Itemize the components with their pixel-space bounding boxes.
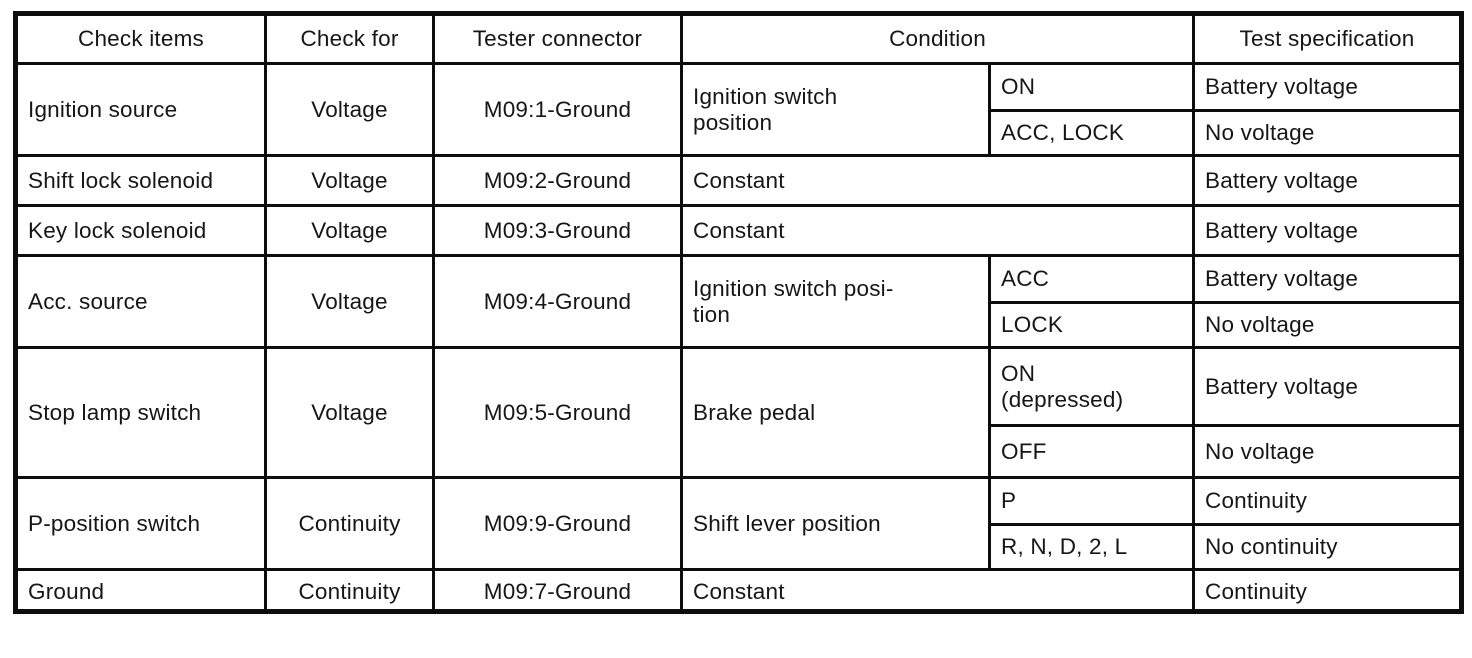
cell-condition-label: Ignition switch posi- tion bbox=[680, 254, 991, 349]
header-condition: Condition bbox=[680, 12, 1195, 65]
table-row: LOCK No voltage bbox=[16, 301, 1463, 349]
cell-tester-connector: M09:9-Ground bbox=[432, 476, 683, 571]
cell-condition-value: ON (depressed) bbox=[988, 346, 1195, 427]
header-check-for: Check for bbox=[264, 12, 435, 65]
electrical-check-table: Check items Check for Tester connector C… bbox=[13, 11, 1464, 614]
table-row: Ignition source Voltage M09:1-Ground Ign… bbox=[14, 62, 1463, 157]
header-tester-connector: Tester connector bbox=[432, 12, 683, 65]
cell-test-spec: Battery voltage bbox=[1192, 62, 1463, 112]
cell-test-spec: No voltage bbox=[1192, 424, 1463, 479]
cell-tester-connector: M09:2-Ground bbox=[432, 154, 683, 207]
cell-check-for: Voltage bbox=[264, 154, 435, 207]
cell-tester-connector: M09:7-Ground bbox=[432, 568, 683, 613]
cell-condition-value: OFF bbox=[988, 424, 1195, 479]
table-row: Shift lock solenoid Voltage M09:2-Ground… bbox=[14, 154, 1463, 207]
cell-test-spec: Continuity bbox=[1192, 568, 1463, 613]
cell-test-spec: No continuity bbox=[1192, 523, 1463, 571]
cell-test-spec: Battery voltage bbox=[1192, 204, 1463, 257]
table-row: OFF No voltage bbox=[16, 424, 1463, 479]
cell-test-spec: No voltage bbox=[1192, 301, 1463, 349]
cell-condition: Constant bbox=[680, 204, 1195, 257]
cell-condition-value: LOCK bbox=[988, 301, 1195, 349]
table-row: ACC, LOCK No voltage bbox=[16, 109, 1463, 157]
table-row: Stop lamp switch Voltage M09:5-Ground Br… bbox=[14, 346, 1463, 479]
cell-check-item: Ground bbox=[14, 568, 267, 613]
cell-test-spec: Battery voltage bbox=[1192, 154, 1463, 207]
cell-tester-connector: M09:3-Ground bbox=[432, 204, 683, 257]
cell-check-for: Continuity bbox=[264, 568, 435, 613]
table-row: P-position switch Continuity M09:9-Groun… bbox=[14, 476, 1463, 571]
header-test-specification: Test specification bbox=[1192, 12, 1463, 65]
table-row: R, N, D, 2, L No continuity bbox=[16, 523, 1463, 571]
cell-check-for: Voltage bbox=[264, 62, 435, 157]
cell-condition: Constant bbox=[680, 568, 1195, 613]
cell-test-spec: Continuity bbox=[1192, 476, 1463, 526]
cell-check-item: Ignition source bbox=[14, 62, 267, 157]
table-row: Acc. source Voltage M09:4-Ground Ignitio… bbox=[14, 254, 1463, 349]
cell-tester-connector: M09:4-Ground bbox=[432, 254, 683, 349]
cell-tester-connector: M09:5-Ground bbox=[432, 346, 683, 479]
cell-test-spec: Battery voltage bbox=[1192, 254, 1463, 304]
cell-check-for: Voltage bbox=[264, 204, 435, 257]
cell-check-item: Shift lock solenoid bbox=[14, 154, 267, 207]
cell-condition-value: ACC bbox=[988, 254, 1195, 304]
cell-check-for: Continuity bbox=[264, 476, 435, 571]
cell-condition-label: Brake pedal bbox=[680, 346, 991, 479]
header-check-items: Check items bbox=[14, 12, 267, 65]
cell-condition-value: ACC, LOCK bbox=[988, 109, 1195, 157]
cell-tester-connector: M09:1-Ground bbox=[432, 62, 683, 157]
cell-condition-label: Ignition switch position bbox=[680, 62, 991, 157]
cell-check-item: Key lock solenoid bbox=[14, 204, 267, 257]
cell-test-spec: Battery voltage bbox=[1192, 346, 1463, 427]
cell-condition: Constant bbox=[680, 154, 1195, 207]
cell-check-for: Voltage bbox=[264, 254, 435, 349]
cell-condition-value: ON bbox=[988, 62, 1195, 112]
table-row: Ground Continuity M09:7-Ground Constant … bbox=[14, 568, 1463, 613]
table-row: Key lock solenoid Voltage M09:3-Ground C… bbox=[14, 204, 1463, 257]
cell-check-item: P-position switch bbox=[14, 476, 267, 571]
cell-check-for: Voltage bbox=[264, 346, 435, 479]
cell-condition-value: R, N, D, 2, L bbox=[988, 523, 1195, 571]
cell-condition-value: P bbox=[988, 476, 1195, 526]
cell-condition-label: Shift lever position bbox=[680, 476, 991, 571]
cell-test-spec: No voltage bbox=[1192, 109, 1463, 157]
cell-check-item: Acc. source bbox=[14, 254, 267, 349]
cell-check-item: Stop lamp switch bbox=[14, 346, 267, 479]
header-row: Check items Check for Tester connector C… bbox=[14, 12, 1463, 65]
